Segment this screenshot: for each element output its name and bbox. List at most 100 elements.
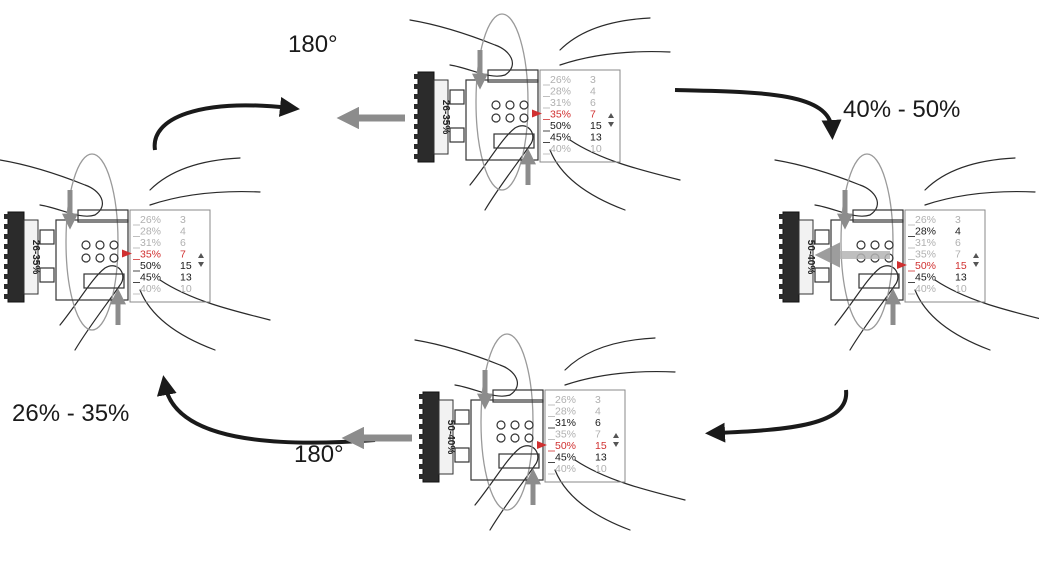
hand-bottom-right	[139, 279, 271, 351]
scale-number: 10	[590, 143, 602, 155]
hand-top-right	[149, 157, 261, 206]
scale-number: 13	[180, 272, 192, 284]
scale-number: 6	[955, 237, 961, 249]
dial-range-label: 26-35%	[440, 100, 451, 135]
scale-percent: 26%	[550, 74, 571, 86]
scale-number: 15	[590, 120, 602, 132]
scale-percent: 40%	[915, 283, 936, 295]
selector-dial[interactable]: 50-40%	[779, 211, 816, 303]
scale-percent: 31%	[915, 237, 936, 249]
scale-number: 3	[590, 74, 596, 86]
clip-lower	[449, 127, 465, 143]
rotation-guide-ellipse	[840, 153, 894, 331]
selector-dial[interactable]: 26-35%	[414, 71, 451, 163]
dial-range-label: 50-40%	[445, 420, 456, 455]
scale-number: 10	[595, 463, 607, 475]
scale-percent: 40%	[140, 283, 161, 295]
selector-dial[interactable]: 26-35%	[4, 211, 41, 303]
scale-percent: 35%	[915, 249, 936, 261]
vent-hole	[496, 420, 506, 430]
rotation-guide-ellipse	[65, 153, 119, 331]
scale-number: 7	[180, 249, 186, 261]
scale-percent: 45%	[140, 272, 161, 284]
cycle-arrow-right-to-bottom	[705, 389, 849, 443]
device-slot	[498, 453, 540, 469]
clip-upper	[449, 89, 465, 105]
selected-marker	[897, 261, 907, 269]
vent-hole	[519, 113, 529, 123]
vent-hole	[884, 240, 894, 250]
scale-number: 3	[595, 394, 601, 406]
dial-range-label: 50-40%	[805, 240, 816, 275]
scale-percent: 35%	[555, 429, 576, 441]
pull-arrows	[336, 106, 890, 450]
caption-top-rotation: 180°	[288, 31, 338, 58]
selected-marker	[532, 109, 542, 118]
scale-number: 10	[180, 283, 192, 295]
scale-number: 7	[590, 109, 596, 121]
vent-hole	[491, 113, 501, 123]
scale-panel	[904, 209, 986, 303]
scale-number: 13	[955, 272, 967, 284]
vent-hole	[491, 100, 501, 110]
cycle-arrows	[152, 88, 849, 445]
adjust-indicator-icon	[608, 113, 614, 127]
scale-percent: 28%	[550, 86, 571, 98]
vent-hole	[81, 253, 91, 263]
cycle-arrow-bottom-to-left	[156, 375, 376, 445]
scale-percent: 26%	[915, 214, 936, 226]
vent-hole	[870, 240, 880, 250]
scale-percent: 50%	[550, 120, 571, 132]
vent-hole	[496, 433, 506, 443]
rotation-guide-ellipse	[475, 13, 529, 191]
vent-hole	[856, 240, 866, 250]
vent-hole	[524, 433, 534, 443]
hand-bottom-right	[914, 279, 1039, 351]
vent-hole	[519, 100, 529, 110]
scale-percent: 45%	[915, 272, 936, 284]
hand-top-left	[414, 339, 518, 397]
vent-hole	[95, 240, 105, 250]
scale-percent: 26%	[555, 394, 576, 406]
device-slot	[83, 273, 125, 289]
scale-number: 4	[595, 406, 601, 418]
hand-bottom-right	[554, 459, 686, 531]
scale-percent: 50%	[555, 440, 576, 452]
scale-number: 13	[590, 132, 602, 144]
scale-percent: 40%	[550, 143, 571, 155]
vent-hole	[505, 100, 515, 110]
clip-upper	[39, 229, 55, 245]
scale-percent: 31%	[550, 97, 571, 109]
cycle-arrow-top-to-right	[674, 88, 842, 140]
vent-hole	[109, 240, 119, 250]
rotation-guide-ellipse	[480, 333, 534, 511]
scale-percent: 28%	[140, 226, 161, 238]
scale-percent: 45%	[550, 132, 571, 144]
hand-top-right	[559, 17, 671, 66]
scale-percent: 31%	[140, 237, 161, 249]
selected-marker	[537, 441, 547, 449]
scale-number: 6	[590, 97, 596, 109]
vent-hole	[524, 420, 534, 430]
scale-percent: 35%	[140, 249, 161, 261]
vent-hole	[505, 113, 515, 123]
scale-number: 3	[955, 214, 961, 226]
caption-bottom-rotation: 180°	[294, 441, 344, 468]
clip-lower	[39, 267, 55, 283]
scale-number: 15	[955, 260, 967, 272]
hand-top-left	[774, 159, 878, 217]
adjust-indicator-icon	[613, 433, 619, 447]
device-slot	[858, 273, 900, 289]
selected-marker	[122, 249, 132, 258]
scale-percent: 31%	[555, 417, 576, 429]
selector-dial[interactable]: 50-40%	[419, 391, 456, 483]
clip-upper	[454, 409, 470, 425]
device-slot	[493, 133, 535, 149]
